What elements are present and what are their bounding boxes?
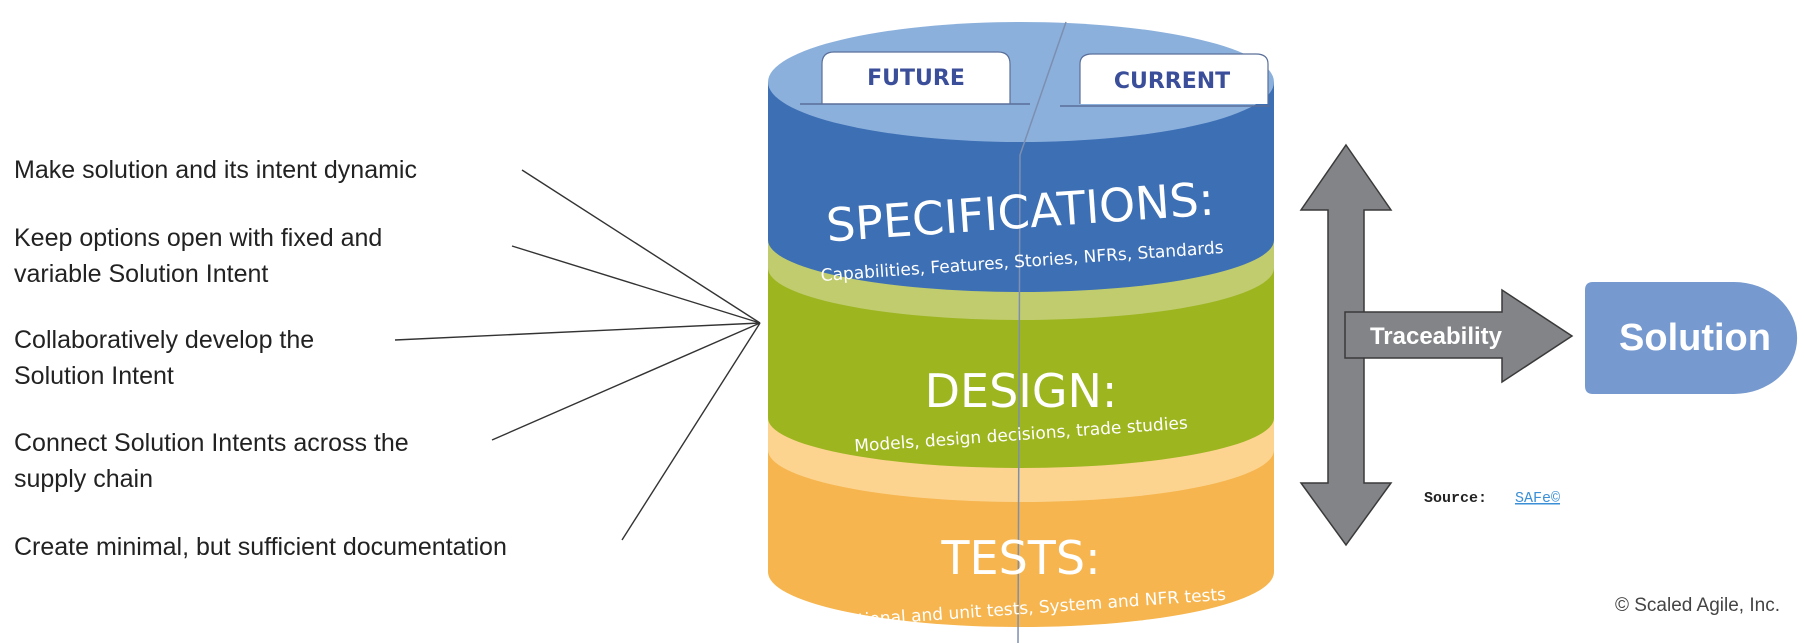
list-item-1: Make solution and its intent dynamic [14,156,417,184]
source-label: Source: [1424,490,1487,507]
connector-line-1 [521,169,761,324]
connector-line-4 [491,322,761,441]
connector-lines [394,169,761,541]
source-link[interactable]: SAFe© [1515,490,1560,507]
design-layer [768,268,1274,468]
current-tab [1079,53,1269,104]
connector-line-2 [511,245,761,324]
design-title: DESIGN: [925,364,1118,418]
traceability-arrow [1344,288,1574,384]
solution-intent-cylinder: FUTURE CURRENT SPECIFICATIONS: Capabilit… [768,21,1274,643]
connector-line-3 [394,322,761,341]
list-item-4-line-2: supply chain [14,465,153,493]
future-tab-label: FUTURE [867,66,965,91]
list-item-5: Create minimal, but sufficient documenta… [14,533,507,561]
intent-list: Make solution and its intent dynamic Kee… [14,156,507,561]
list-item-2-line-1: Keep options open with fixed and [14,224,382,252]
specifications-layer [768,82,1274,292]
copyright-text: © Scaled Agile, Inc. [1615,595,1780,616]
list-item-3-line-1: Collaboratively develop the [14,326,314,354]
solution-box: Solution [1585,282,1798,394]
traceability-arrows: Traceability [1299,143,1574,547]
future-tab [821,51,1011,104]
connector-line-5 [621,322,761,541]
traceability-label: Traceability [1370,323,1503,350]
solution-label: Solution [1619,317,1771,359]
solution-shape [1585,282,1798,394]
list-item-3-line-2: Solution Intent [14,362,174,390]
tests-title: TESTS: [940,531,1100,585]
list-item-2-line-2: variable Solution Intent [14,260,268,288]
future-current-divider [1017,21,1067,643]
list-item-4-line-1: Connect Solution Intents across the [14,429,409,457]
current-tab-label: CURRENT [1114,69,1230,94]
